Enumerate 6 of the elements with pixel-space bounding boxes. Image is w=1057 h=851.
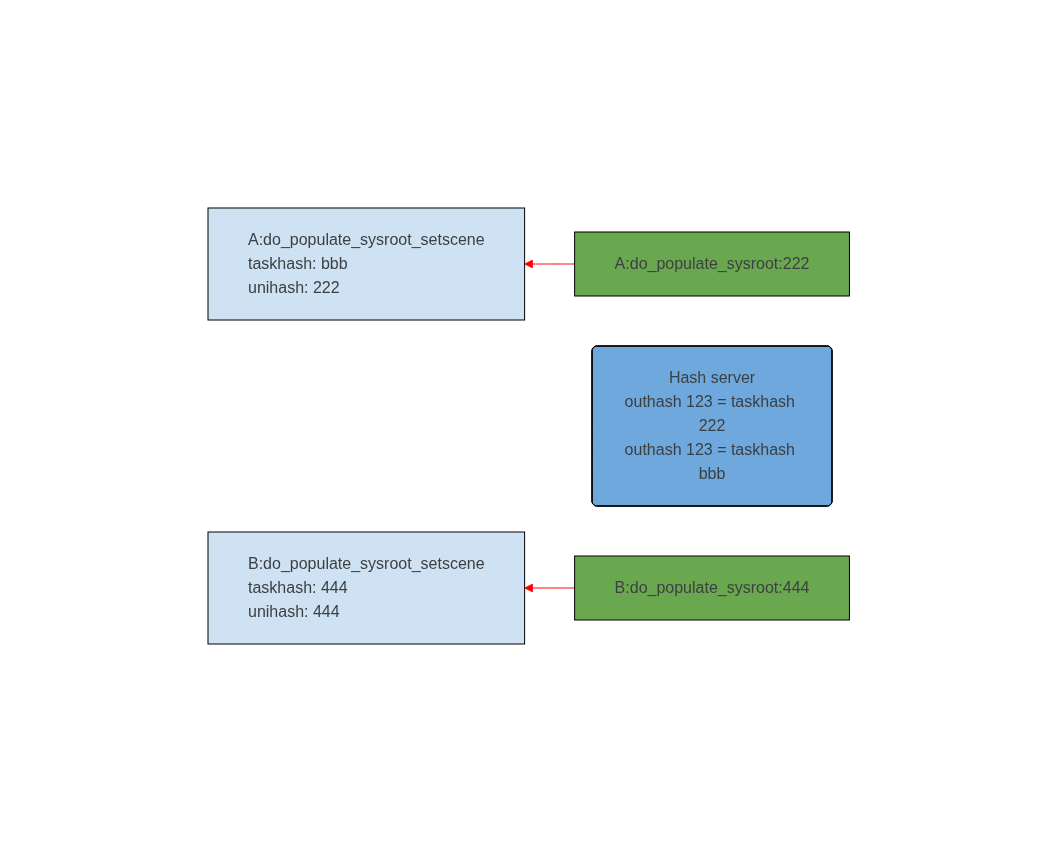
arrow [524, 583, 575, 592]
arrow [524, 259, 575, 268]
node-box: A:do_populate_sysroot_setscene taskhash: bbb unihash: 222 [207, 207, 525, 320]
node-box: A:do_populate_sysroot:222 [573, 231, 850, 296]
node-box: B:do_populate_sysroot:444 [573, 555, 850, 620]
node-box: B:do_populate_sysroot_setscene taskhash: 444 unihash: 444 [207, 531, 525, 644]
